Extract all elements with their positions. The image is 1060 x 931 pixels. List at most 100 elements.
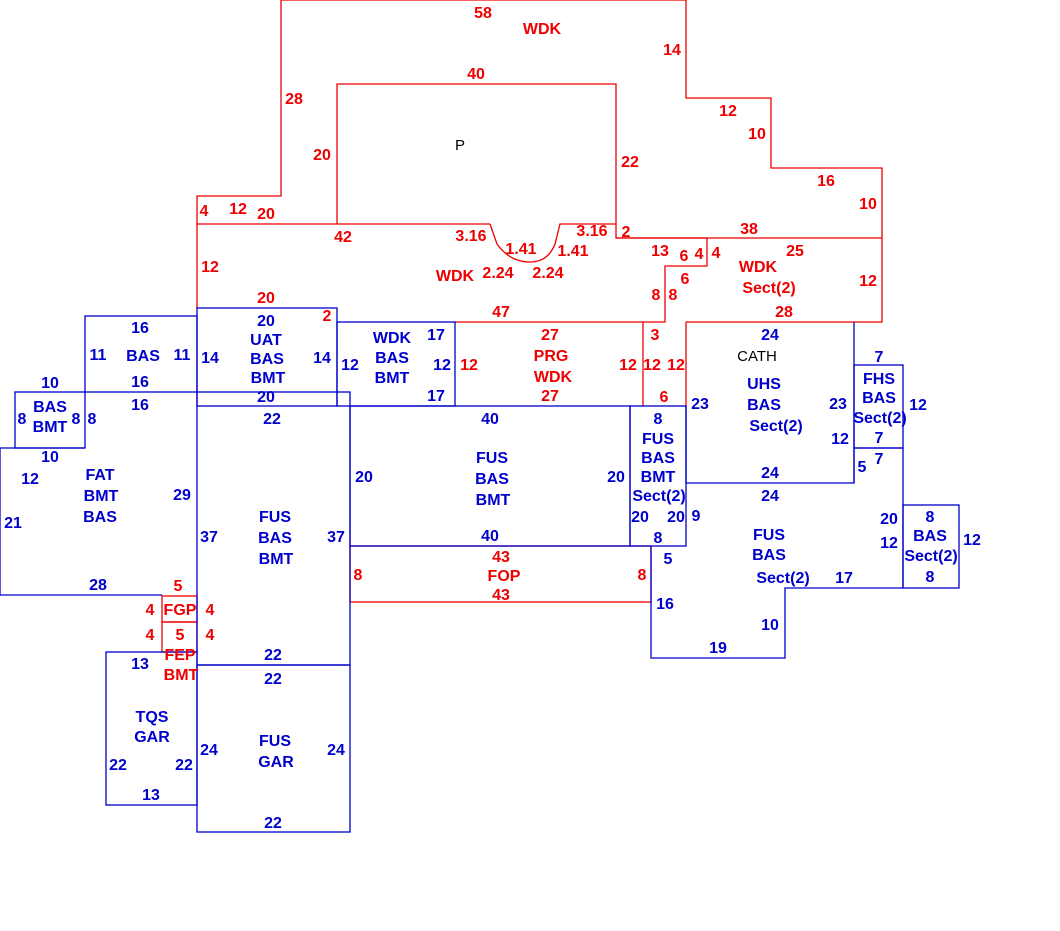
patio-p [336,83,882,239]
sketch-label: 20 [667,509,685,526]
sketch-label: 12 [229,201,247,218]
sketch-label: 7 [875,451,884,468]
sketch-label: 12 [831,431,849,448]
sketch-label: BAS [33,399,67,416]
sketch-label: 22 [109,757,127,774]
sketch-label: 20 [257,206,275,223]
sketch-label: GAR [258,754,294,771]
sketch-label: 8 [72,411,81,428]
sketch-label: FUS [476,450,508,467]
sketch-label: FUS [642,431,674,448]
sketch-label: 23 [829,396,847,413]
fus-bas-sect [650,447,904,659]
sketch-label: FUS [259,733,291,750]
sketch-label: 47 [492,304,510,321]
sketch-label: 16 [656,596,674,613]
sketch-label: PRG [534,348,569,365]
sketch-label: FGP [164,602,197,619]
sketch-label: 14 [313,350,331,367]
sketch-label: 40 [467,66,485,83]
sketch-label: 2 [323,308,332,325]
sketch-label: BAS [375,350,409,367]
sketch-label: 16 [817,173,835,190]
sketch-label: 43 [492,587,510,604]
sketch-label: 1.41 [557,243,588,260]
sketch-label: UAT [250,332,282,349]
fus-gar [196,664,351,833]
sketch-label: 11 [90,347,107,364]
sketch-label: 12 [341,357,359,374]
sketch-label: 4 [206,602,215,619]
sketch-label: BMT [84,488,119,505]
sketch-label: 2.24 [482,265,513,282]
sketch-label: 28 [775,304,793,321]
sketch-label: UHS [747,376,781,393]
sketch-label: FOP [488,568,521,585]
sketch-label: 12 [667,357,685,374]
sketch-label: 8 [654,411,663,428]
sketch-label: 12 [433,357,451,374]
sketch-label: 16 [131,374,149,391]
sketch-label: 5 [858,459,867,476]
sketch-label: Sect(2) [756,570,809,587]
sketch-label: 27 [541,327,559,344]
sketch-label: 20 [880,511,898,528]
sketch-label: 17 [835,570,853,587]
sketch-label: 12 [963,532,981,549]
sketch-label: 10 [761,617,779,634]
sketch-label: FUS [753,527,785,544]
sketch-label: 16 [131,320,149,337]
sketch-label: BAS [475,471,509,488]
sketch-label: WDK [373,330,412,347]
sketch-label: FEP [164,647,195,664]
sketch-label: 40 [481,411,499,428]
sketch-label: 4 [146,602,155,619]
sketch-label: WDK [523,21,562,38]
sketch-label: 12 [859,273,877,290]
sketch-label: 3 [651,327,660,344]
sketch-label: 24 [327,742,345,759]
sketch-label: 20 [257,313,275,330]
sketch-label: 23 [691,396,709,413]
sketch-label: 12 [719,103,737,120]
sketch-label: 7 [875,430,884,447]
sketch-label: 8 [354,567,363,584]
sketch-label: 1.41 [505,241,536,258]
sketch-label: 4 [146,627,155,644]
sketch-label: 8 [88,411,97,428]
sketch-label: BAS [641,450,675,467]
sketch-label: BAS [752,547,786,564]
sketch-label: 20 [631,509,649,526]
sketch-label: 11 [174,347,191,364]
sketch-label: FHS [863,371,895,388]
sketch-label: BMT [476,492,511,509]
sketch-label: 24 [200,742,218,759]
sketch-label: 20 [257,290,275,307]
sketch-label: 13 [651,243,669,260]
sketch-label: Sect(2) [749,418,802,435]
sketch-label: 25 [786,243,804,260]
sketch-label: 9 [692,508,701,525]
sketch-label: 10 [41,449,59,466]
sketch-label: 22 [175,757,193,774]
sketch-label: 20 [257,389,275,406]
sketch-label: 10 [41,375,59,392]
sketch-label: BMT [33,419,68,436]
wdk-outline [196,0,883,323]
sketch-label: 10 [748,126,766,143]
sketch-label: 12 [909,397,927,414]
sketch-label: 21 [4,515,22,532]
sketch-label: WDK [534,369,573,386]
sketch-label: WDK [436,268,475,285]
sketch-label: 5 [664,551,673,568]
wdk-inner-step [455,237,708,323]
sketch-label: 17 [427,327,445,344]
sketch-label: 5 [176,627,185,644]
sketch-label: BAS [862,390,896,407]
sketch-label: 14 [201,350,219,367]
sketch-label: 24 [761,327,779,344]
sketch-label: 6 [660,389,669,406]
sketch-label: BAS [258,530,292,547]
sketch-label: 4 [712,245,721,262]
